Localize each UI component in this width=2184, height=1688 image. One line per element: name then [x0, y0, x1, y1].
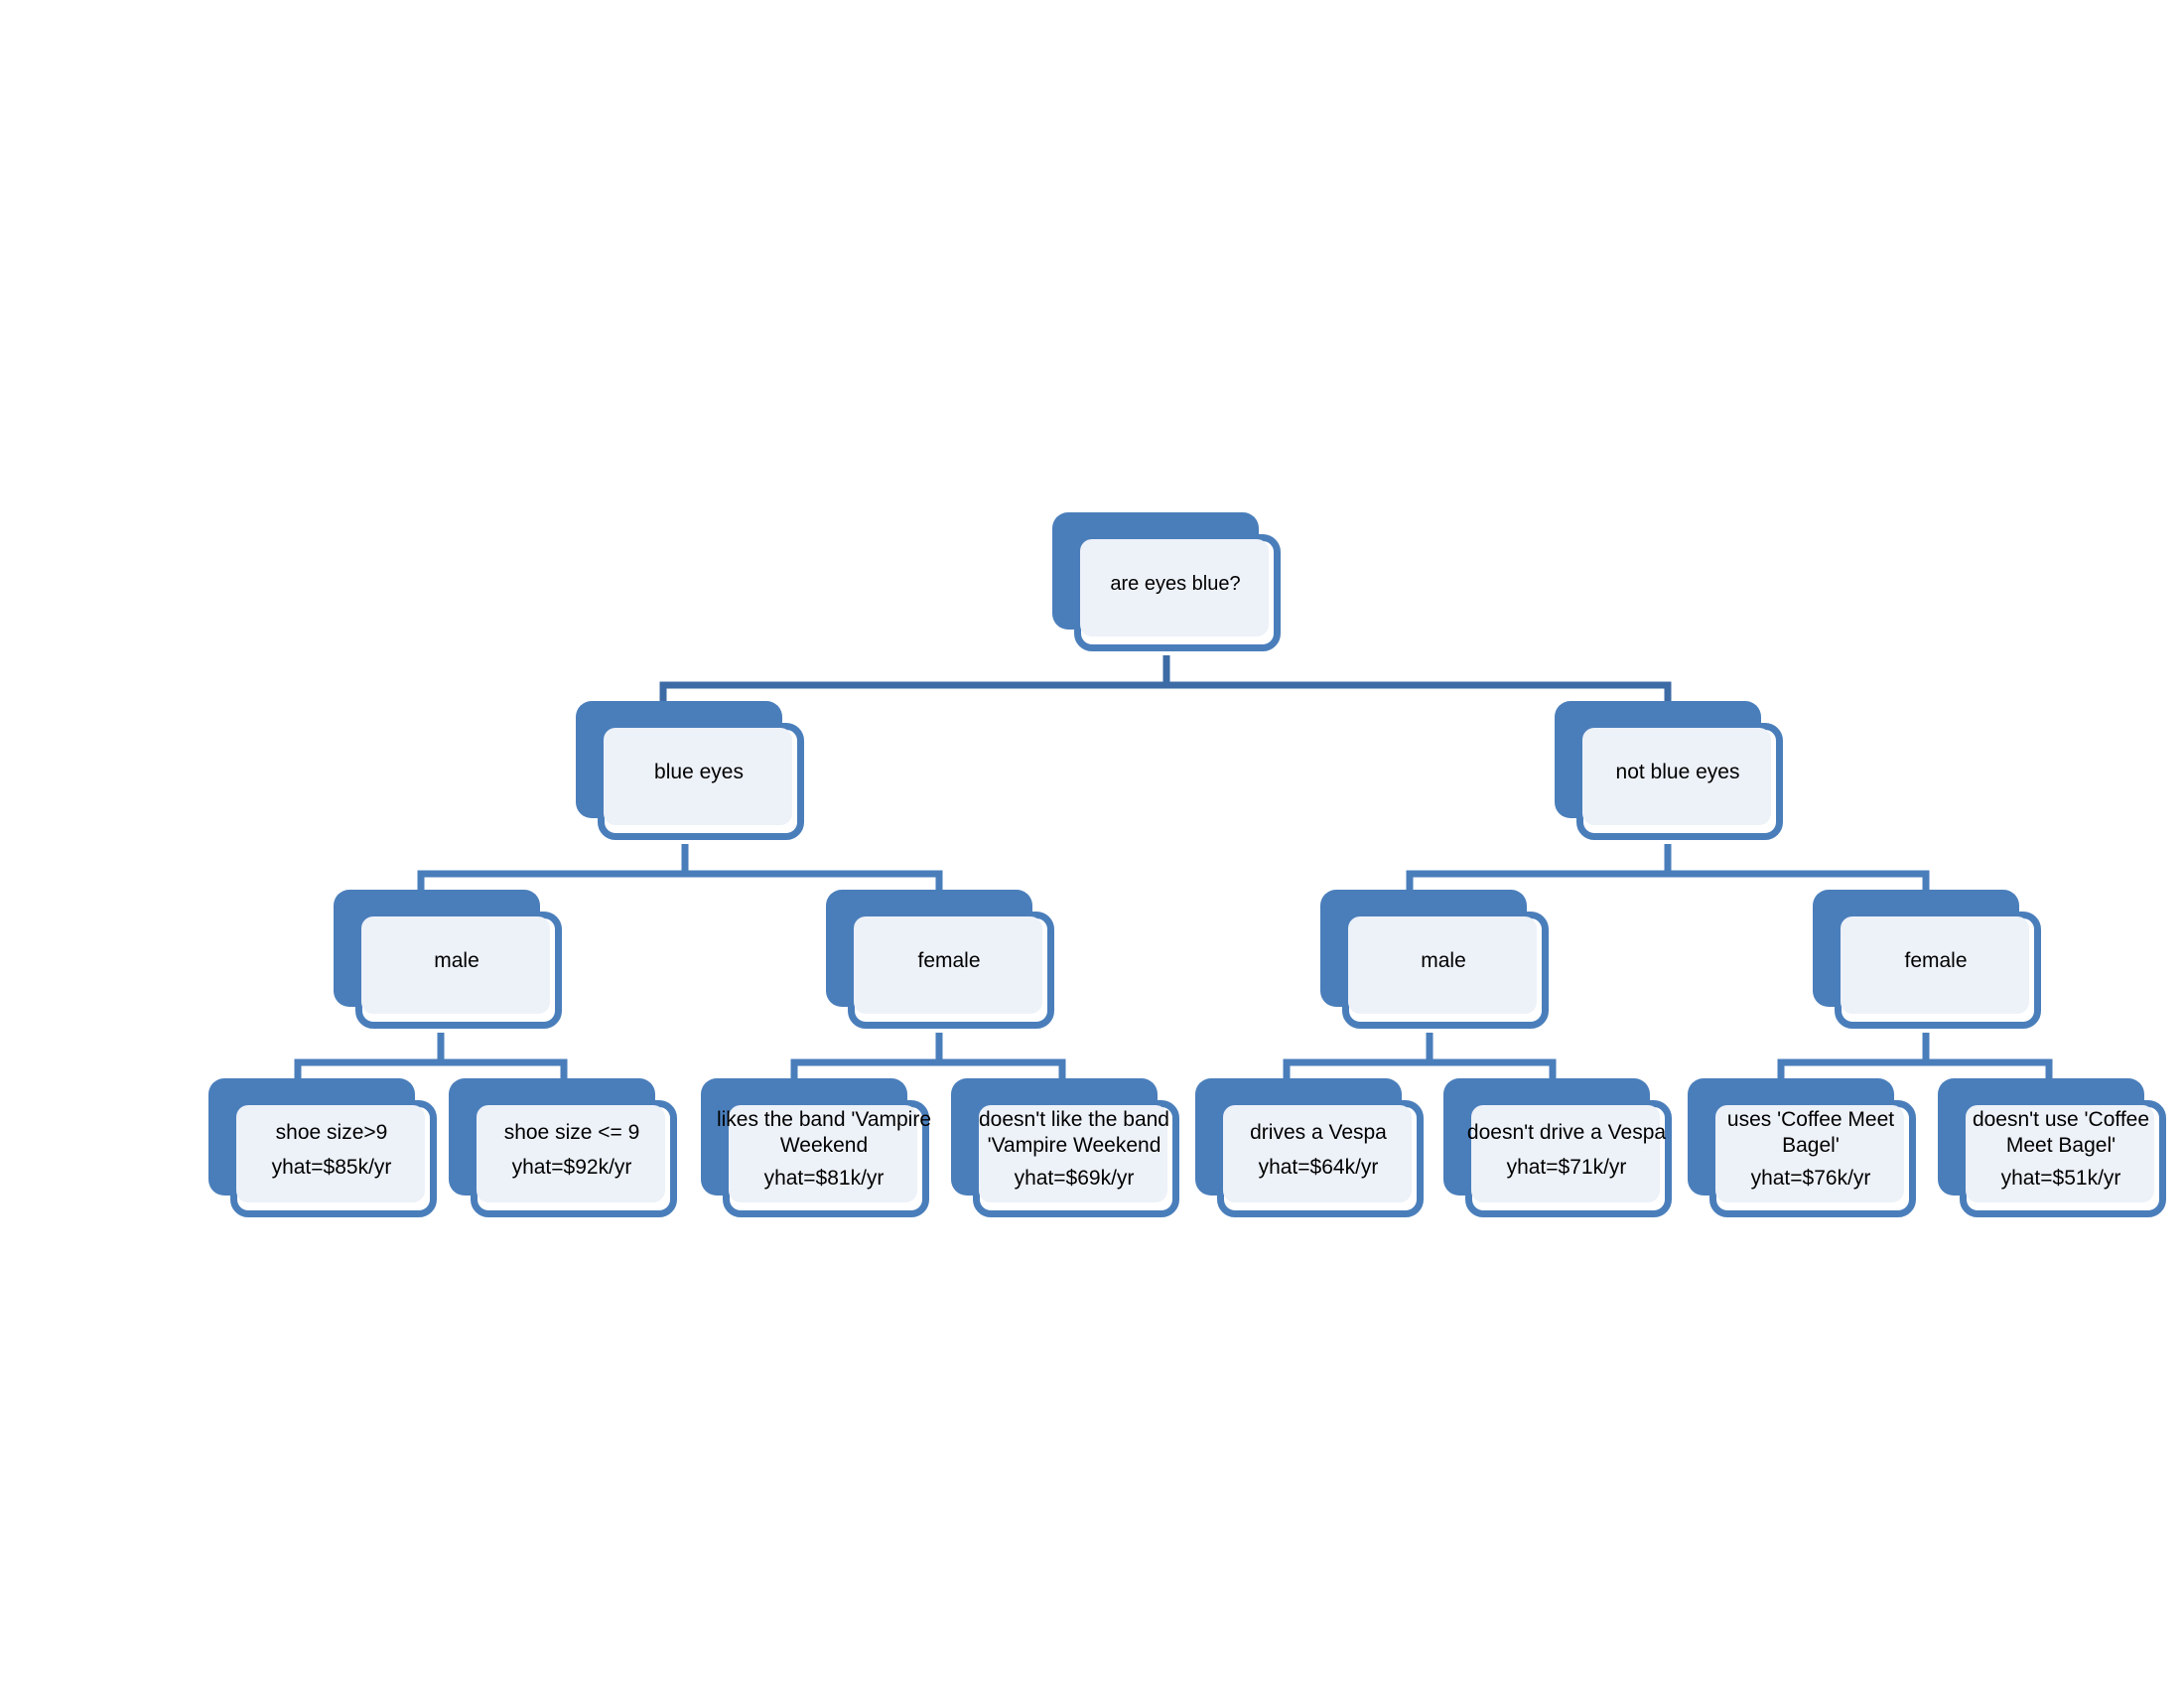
edge-blue-eyes-to-male — [417, 844, 689, 900]
node-tint — [729, 1105, 917, 1202]
node-tint — [979, 1105, 1167, 1202]
node-tint — [1471, 1105, 1660, 1202]
edge-notblue-female-to-cmb — [1777, 1033, 1930, 1088]
edge-blue-female-to-likes-vw — [790, 1033, 943, 1088]
node-tint — [236, 1105, 425, 1202]
node-tint — [1966, 1105, 2154, 1202]
node-tint — [361, 916, 550, 1014]
node-tint — [1582, 728, 1771, 825]
node-tint — [1715, 1105, 1904, 1202]
node-tint — [1841, 916, 2029, 1014]
edge-root-to-blue-eyes — [659, 655, 1170, 711]
node-tint — [1080, 539, 1269, 636]
node-tint — [854, 916, 1042, 1014]
node-tint — [1348, 916, 1537, 1014]
edge-not-blue-eyes-to-male — [1406, 844, 1672, 900]
edge-notblue-male-to-vespa — [1283, 1033, 1433, 1088]
node-tint — [604, 728, 792, 825]
node-tint — [1223, 1105, 1412, 1202]
edge-blue-male-to-shoe-gt9 — [294, 1033, 445, 1088]
node-tint — [477, 1105, 665, 1202]
